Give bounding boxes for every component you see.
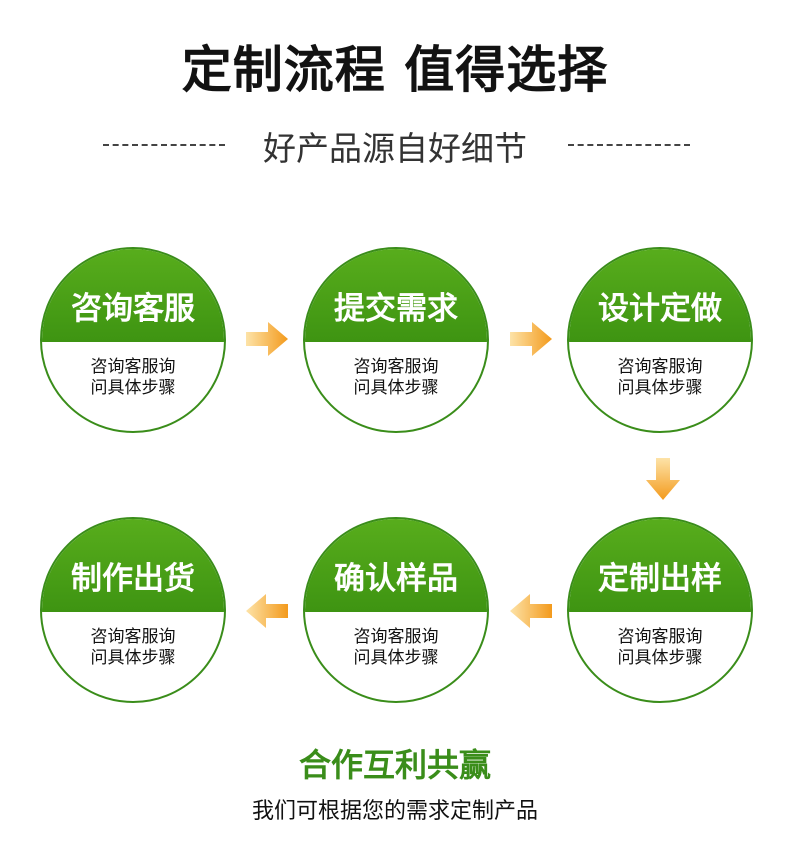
step-consult: 咨询客服 咨询客服询 问具体步骤 <box>40 247 226 433</box>
step-desc-line: 咨询客服询 <box>90 357 176 377</box>
step-sample: 定制出样 咨询客服询 问具体步骤 <box>567 517 753 703</box>
step-desc: 咨询客服询 问具体步骤 <box>305 627 487 669</box>
step-desc-line: 咨询客服询 <box>617 357 703 377</box>
step-confirm: 确认样品 咨询客服询 问具体步骤 <box>303 517 489 703</box>
step-header-bg <box>42 249 224 342</box>
step-desc-line: 问具体步骤 <box>90 378 176 398</box>
step-title: 定制出样 <box>598 561 722 597</box>
step-desc: 咨询客服询 问具体步骤 <box>569 357 751 399</box>
step-desc: 咨询客服询 问具体步骤 <box>305 357 487 399</box>
footer-title: 合作互利共赢 <box>298 746 491 784</box>
step-desc-line: 问具体步骤 <box>353 648 439 668</box>
subtitle-row: 好产品源自好细节 <box>0 120 790 170</box>
arrow-left-icon <box>246 594 288 628</box>
step-desc: 咨询客服询 问具体步骤 <box>569 627 751 669</box>
step-header-bg <box>305 249 487 342</box>
step-header-bg <box>42 519 224 612</box>
step-design: 设计定做 咨询客服询 问具体步骤 <box>567 247 753 433</box>
step-title: 咨询客服 <box>71 291 195 327</box>
step-title: 提交需求 <box>334 291 458 327</box>
step-header-bg <box>569 519 751 612</box>
subtitle-divider-left <box>103 144 225 146</box>
step-desc-line: 咨询客服询 <box>617 627 703 647</box>
arrow-right-icon <box>246 322 288 356</box>
step-title: 制作出货 <box>71 561 195 597</box>
footer-text: 我们可根据您的需求定制产品 <box>251 799 538 824</box>
step-header-bg <box>305 519 487 612</box>
arrow-left-icon <box>510 594 552 628</box>
step-desc-line: 问具体步骤 <box>90 648 176 668</box>
arrow-right-icon <box>510 322 552 356</box>
step-ship: 制作出货 咨询客服询 问具体步骤 <box>40 517 226 703</box>
step-desc-line: 问具体步骤 <box>617 648 703 668</box>
step-desc: 咨询客服询 问具体步骤 <box>42 357 224 399</box>
arrow-down-icon <box>646 458 680 500</box>
step-desc-line: 问具体步骤 <box>617 378 703 398</box>
step-desc-line: 咨询客服询 <box>353 357 439 377</box>
subtitle: 好产品源自好细节 <box>263 129 527 168</box>
step-desc: 咨询客服询 问具体步骤 <box>42 627 224 669</box>
step-desc-line: 问具体步骤 <box>353 378 439 398</box>
subtitle-divider-right <box>568 144 690 146</box>
step-submit: 提交需求 咨询客服询 问具体步骤 <box>303 247 489 433</box>
step-title: 确认样品 <box>334 561 458 597</box>
step-desc-line: 咨询客服询 <box>353 627 439 647</box>
step-title: 设计定做 <box>598 291 722 327</box>
page-title: 定制流程 值得选择 <box>181 40 609 99</box>
step-header-bg <box>569 249 751 342</box>
step-desc-line: 咨询客服询 <box>90 627 176 647</box>
